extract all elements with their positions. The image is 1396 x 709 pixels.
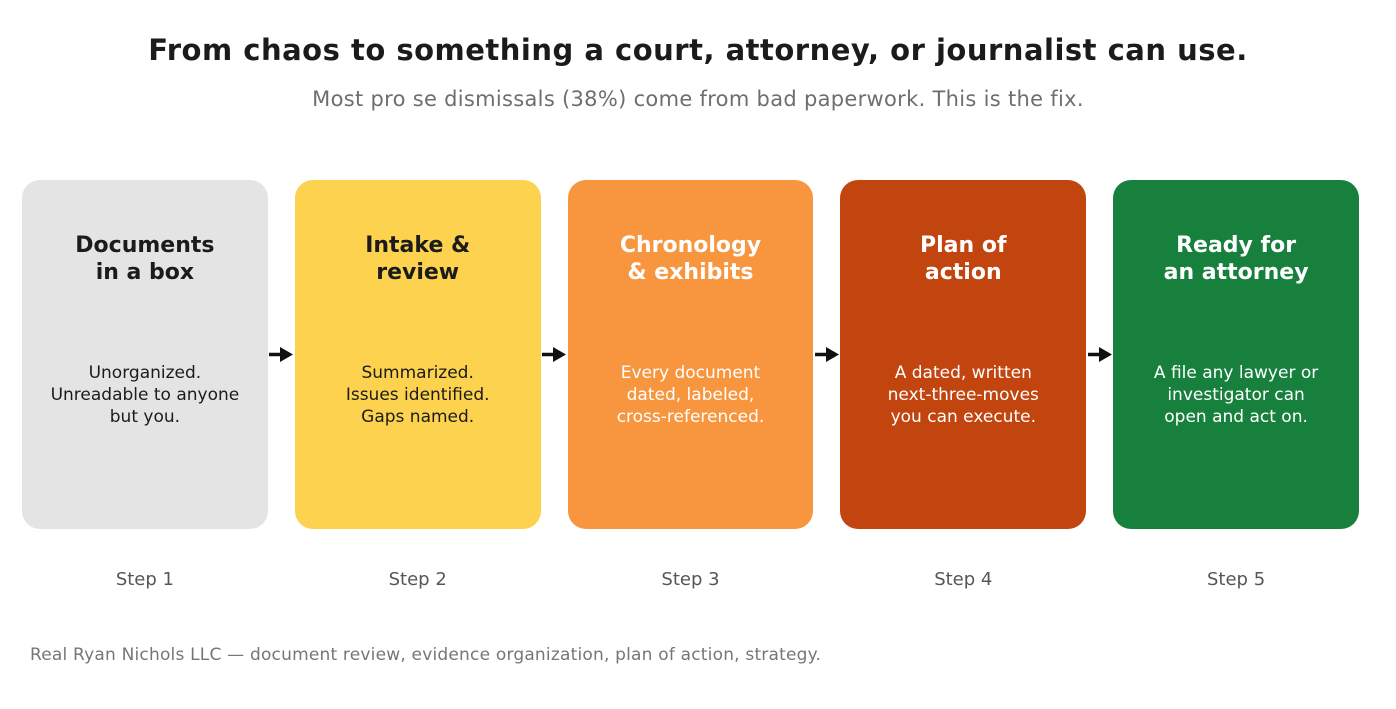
card-body: Unorganized. Unreadable to anyone but yo…	[50, 363, 240, 427]
card-body: Summarized. Issues identified. Gaps name…	[345, 363, 490, 427]
page-subtitle: Most pro se dismissals (38%) come from b…	[312, 87, 1084, 111]
footer-tagline: Real Ryan Nichols LLC — document review,…	[30, 645, 822, 665]
card-body: Every document dated, labeled, cross-ref…	[616, 363, 765, 427]
step-label-spacer	[268, 569, 295, 590]
step-labels-row: Step 1 Step 2 Step 3 Step 4 Step 5	[22, 569, 1359, 590]
card-body: A dated, written next-three-moves you ca…	[887, 363, 1039, 427]
arrow-right-icon	[813, 180, 840, 529]
step-card-ready-for-attorney: Ready for an attorney A file any lawyer …	[1113, 180, 1359, 529]
step-label-2: Step 2	[388, 569, 447, 590]
step-label-3: Step 3	[661, 569, 720, 590]
step-card-plan-of-action: Plan of action A dated, written next-thr…	[840, 180, 1087, 529]
card-title: Documents in a box	[75, 233, 215, 285]
step-label-spacer	[1086, 569, 1113, 590]
step-label-spacer	[813, 569, 840, 590]
card-title: Plan of action	[920, 233, 1007, 285]
arrow-right-icon	[268, 180, 295, 529]
process-flow: Documents in a box Unorganized. Unreadab…	[22, 180, 1359, 529]
step-label-spacer	[541, 569, 568, 590]
card-title: Intake & review	[365, 233, 471, 285]
step-label-5: Step 5	[1207, 569, 1266, 590]
page-title: From chaos to something a court, attorne…	[148, 33, 1248, 67]
card-title: Ready for an attorney	[1163, 233, 1309, 285]
card-body: A file any lawyer or investigator can op…	[1153, 363, 1319, 427]
step-card-documents-in-a-box: Documents in a box Unorganized. Unreadab…	[22, 180, 268, 529]
step-card-chronology-exhibits: Chronology & exhibits Every document dat…	[567, 180, 814, 529]
step-label-4: Step 4	[934, 569, 993, 590]
step-card-intake-review: Intake & review Summarized. Issues ident…	[294, 180, 541, 529]
arrow-right-icon	[541, 180, 568, 529]
card-title: Chronology & exhibits	[619, 233, 762, 285]
arrow-right-icon	[1086, 180, 1113, 529]
step-label-1: Step 1	[115, 569, 174, 590]
